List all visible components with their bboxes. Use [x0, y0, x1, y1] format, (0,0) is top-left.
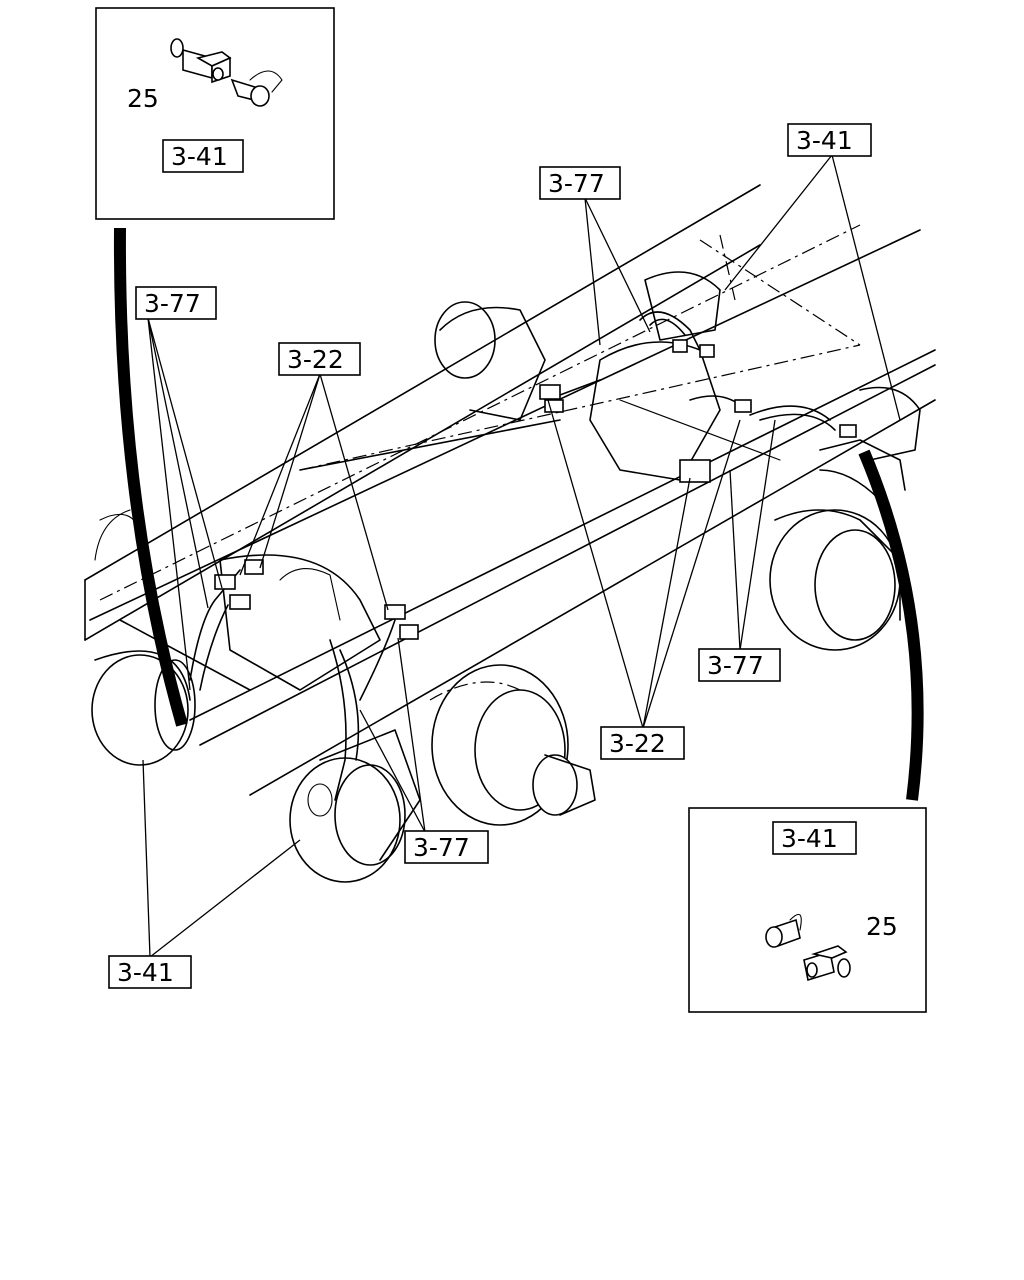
svg-text:3-22: 3-22: [609, 729, 666, 758]
coupling-top: [230, 70, 283, 107]
axle-assembly-left: [91, 509, 596, 883]
ref-label-3-41-top-right: 3-41: [787, 123, 872, 157]
part-number-25-top: 25: [127, 84, 159, 113]
ref-label-3-77-top-left: 3-77: [135, 286, 217, 320]
fittings: [214, 339, 857, 640]
ref-label-3-22-left: 3-22: [278, 342, 361, 376]
ref-label-3-77-top-centre: 3-77: [539, 166, 621, 200]
svg-text:3-41: 3-41: [796, 126, 853, 155]
inset-bottom-right: 3-41 25: [688, 807, 927, 1013]
elbow-fitting-25-top: [170, 38, 232, 84]
svg-text:3-22: 3-22: [287, 345, 344, 374]
ref-label-3-22-bottom: 3-22: [600, 726, 685, 760]
svg-text:3-77: 3-77: [413, 833, 470, 862]
svg-text:3-41: 3-41: [117, 958, 174, 987]
coupling-bottom: [765, 913, 802, 948]
ref-label-3-77-right: 3-77: [698, 648, 781, 682]
part-number-25-bottom: 25: [866, 912, 898, 941]
inset-top-left: 25 3-41: [95, 7, 335, 220]
callout-curve-right: [858, 449, 924, 801]
ref-3-41-inset-top: 3-41: [171, 142, 228, 171]
brake-lines: [189, 311, 836, 801]
ref-label-3-41-bottom-left: 3-41: [108, 955, 192, 989]
callout-curve-left: [113, 227, 188, 727]
svg-text:3-77: 3-77: [548, 169, 605, 198]
ref-label-3-77-bottom: 3-77: [404, 830, 489, 864]
axle-assembly-right: [434, 271, 921, 651]
ref-3-41-inset-bottom: 3-41: [781, 824, 838, 853]
svg-text:3-77: 3-77: [707, 651, 764, 680]
svg-text:3-77: 3-77: [144, 289, 201, 318]
leader-lines: [142, 71, 901, 958]
elbow-fitting-25-bottom: [803, 945, 851, 982]
chassis-frame: [84, 184, 936, 796]
